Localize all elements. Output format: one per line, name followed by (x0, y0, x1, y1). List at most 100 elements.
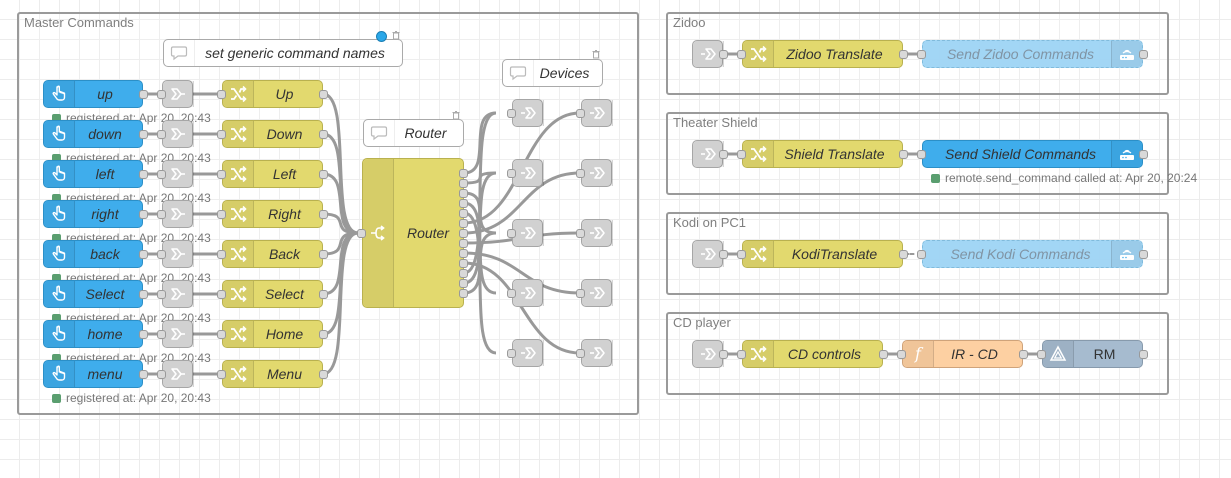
link-out-node[interactable] (162, 360, 194, 388)
node-port[interactable] (157, 329, 166, 339)
kodi-translate-node[interactable]: KodiTranslate (742, 240, 903, 268)
node-port[interactable] (319, 289, 328, 299)
node-port[interactable] (879, 349, 888, 359)
node-port[interactable] (507, 348, 516, 358)
node-port[interactable] (1139, 249, 1148, 259)
link-out-device-node[interactable] (512, 339, 544, 367)
link-in-node[interactable] (692, 340, 724, 368)
link-out-node[interactable] (162, 80, 194, 108)
change-node-down[interactable]: Down (222, 120, 323, 148)
inject-node-right[interactable]: right (43, 200, 143, 228)
link-out-node[interactable] (162, 200, 194, 228)
node-port[interactable] (157, 169, 166, 179)
link-in-node[interactable] (692, 140, 724, 168)
node-port[interactable] (139, 129, 148, 139)
inject-node-select[interactable]: Select (43, 280, 143, 308)
node-port[interactable] (507, 228, 516, 238)
node-port[interactable] (899, 249, 908, 259)
node-port[interactable] (319, 89, 328, 99)
node-port[interactable] (139, 89, 148, 99)
change-node-back[interactable]: Back (222, 240, 323, 268)
node-port[interactable] (899, 149, 908, 159)
node-port[interactable] (459, 248, 468, 258)
node-port[interactable] (459, 168, 468, 178)
change-node-menu[interactable]: Menu (222, 360, 323, 388)
node-port[interactable] (719, 349, 728, 359)
node-port[interactable] (737, 49, 746, 59)
node-port[interactable] (1037, 349, 1046, 359)
node-port[interactable] (319, 129, 328, 139)
node-port[interactable] (719, 249, 728, 259)
node-port[interactable] (576, 288, 585, 298)
node-port[interactable] (1139, 349, 1148, 359)
change-node-home[interactable]: Home (222, 320, 323, 348)
node-port[interactable] (917, 149, 926, 159)
node-port[interactable] (576, 108, 585, 118)
link-out-device-node[interactable] (512, 99, 544, 127)
node-port[interactable] (319, 169, 328, 179)
zidoo-translate-node[interactable]: Zidoo Translate (742, 40, 903, 68)
theater-translate-node[interactable]: Shield Translate (742, 140, 903, 168)
link-out-node[interactable] (162, 120, 194, 148)
link-out-device-node[interactable] (581, 279, 613, 307)
node-port[interactable] (459, 278, 468, 288)
link-in-node[interactable] (692, 40, 724, 68)
link-out-device-node[interactable] (512, 279, 544, 307)
comment-devices[interactable]: Devices (502, 59, 603, 87)
node-port[interactable] (459, 208, 468, 218)
node-port[interactable] (459, 188, 468, 198)
node-port[interactable] (217, 249, 226, 259)
node-port[interactable] (459, 258, 468, 268)
node-port[interactable] (1139, 49, 1148, 59)
link-out-device-node[interactable] (581, 339, 613, 367)
rm-node[interactable]: RM (1042, 340, 1143, 368)
inject-node-down[interactable]: down (43, 120, 143, 148)
node-port[interactable] (737, 249, 746, 259)
node-port[interactable] (157, 129, 166, 139)
node-port[interactable] (157, 289, 166, 299)
node-port[interactable] (459, 218, 468, 228)
link-out-device-node[interactable] (512, 159, 544, 187)
link-out-node[interactable] (162, 240, 194, 268)
inject-node-home[interactable]: home (43, 320, 143, 348)
node-port[interactable] (319, 209, 328, 219)
zidoo-send-commands-node[interactable]: Send Zidoo Commands (922, 40, 1143, 68)
node-port[interactable] (217, 129, 226, 139)
link-out-device-node[interactable] (581, 99, 613, 127)
node-port[interactable] (217, 369, 226, 379)
change-node-select[interactable]: Select (222, 280, 323, 308)
node-port[interactable] (217, 169, 226, 179)
node-port[interactable] (459, 238, 468, 248)
node-port[interactable] (737, 149, 746, 159)
node-port[interactable] (157, 89, 166, 99)
node-port[interactable] (1139, 149, 1148, 159)
node-port[interactable] (507, 288, 516, 298)
link-out-device-node[interactable] (581, 219, 613, 247)
node-port[interactable] (139, 209, 148, 219)
link-out-device-node[interactable] (512, 219, 544, 247)
inject-node-up[interactable]: up (43, 80, 143, 108)
node-port[interactable] (139, 369, 148, 379)
inject-node-left[interactable]: left (43, 160, 143, 188)
cd-controls-node[interactable]: CD controls (742, 340, 883, 368)
node-port[interactable] (1019, 349, 1028, 359)
comment-router[interactable]: Router (363, 119, 464, 147)
node-port[interactable] (459, 228, 468, 238)
node-port[interactable] (459, 198, 468, 208)
link-out-node[interactable] (162, 160, 194, 188)
link-out-device-node[interactable] (581, 159, 613, 187)
link-out-node[interactable] (162, 280, 194, 308)
node-port[interactable] (507, 168, 516, 178)
node-port[interactable] (897, 349, 906, 359)
node-port[interactable] (157, 369, 166, 379)
node-port[interactable] (719, 49, 728, 59)
router-node[interactable]: Router (362, 158, 464, 308)
node-port[interactable] (157, 249, 166, 259)
node-port[interactable] (459, 288, 468, 298)
inject-node-menu[interactable]: menu (43, 360, 143, 388)
node-port[interactable] (737, 349, 746, 359)
node-port[interactable] (576, 228, 585, 238)
comment-generic-names[interactable]: set generic command names (163, 39, 403, 67)
node-port[interactable] (319, 329, 328, 339)
node-port[interactable] (917, 249, 926, 259)
